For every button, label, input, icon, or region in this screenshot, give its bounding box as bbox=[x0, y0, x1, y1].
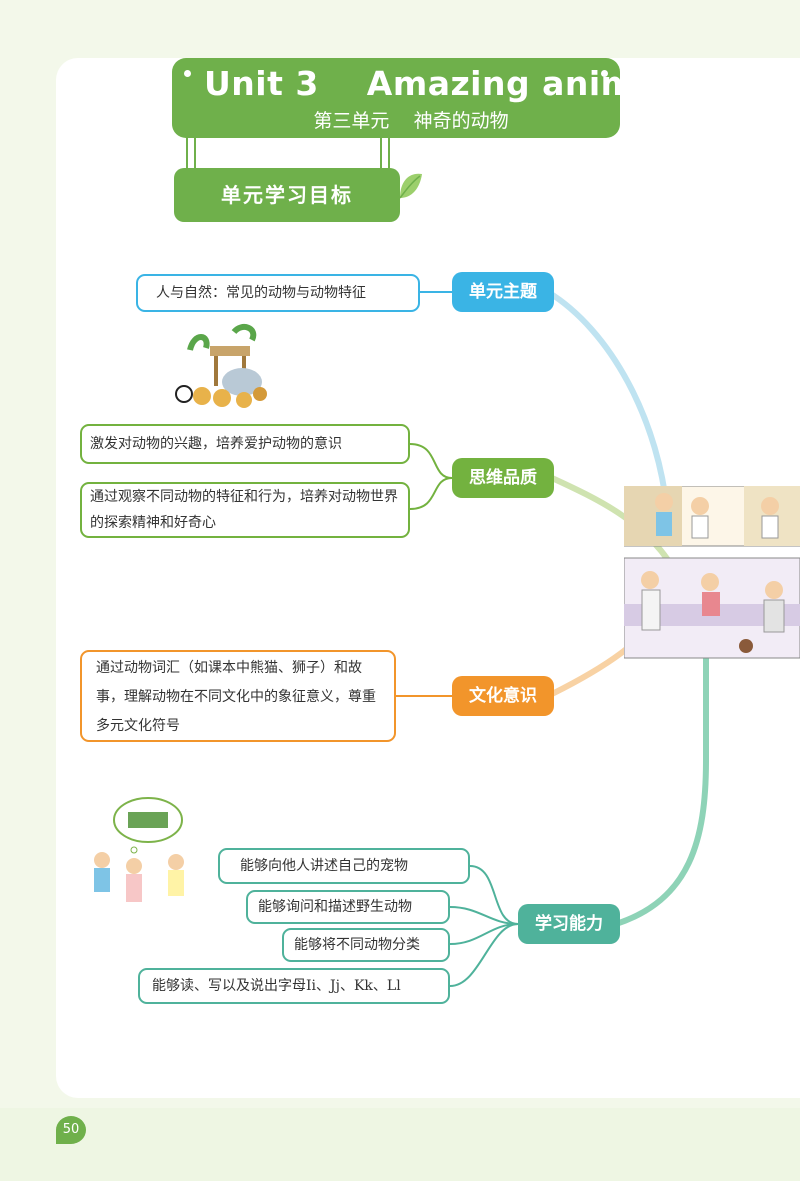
leaf-icon bbox=[399, 173, 422, 199]
ability-item: 能够向他人讲述自己的宠物 bbox=[218, 848, 470, 884]
thinking-item: 通过观察不同动物的特征和行为，培养对动物世界的探索精神和好奇心 bbox=[80, 482, 410, 538]
decor-dot bbox=[601, 70, 608, 77]
story-comic-illustration bbox=[624, 486, 800, 659]
thinking-item: 激发对动物的兴趣，培养爱护动物的意识 bbox=[80, 424, 410, 464]
bottom-band bbox=[0, 1108, 800, 1181]
theme-item: 人与自然：常见的动物与动物特征 bbox=[136, 274, 420, 312]
decor-dot bbox=[184, 70, 191, 77]
unit-title-banner: Unit 3 Amazing animals 第三单元 神奇的动物 bbox=[172, 58, 690, 138]
ability-item: 能够询问和描述野生动物 bbox=[246, 890, 450, 924]
branch-thinking-quality: 思维品质 bbox=[452, 458, 554, 498]
unit-title-chinese: 第三单元 神奇的动物 bbox=[313, 110, 509, 132]
branch-learning-ability: 学习能力 bbox=[518, 904, 620, 944]
ability-item: 能够将不同动物分类 bbox=[282, 928, 450, 962]
banner-connector bbox=[186, 138, 196, 172]
banner-connector bbox=[380, 138, 390, 172]
kids-illustration bbox=[94, 797, 184, 902]
ability-item: 能够读、写以及说出字母Ii、Jj、Kk、Ll bbox=[138, 968, 450, 1004]
branch-cultural-awareness: 文化意识 bbox=[452, 676, 554, 716]
culture-item: 通过动物词汇（如课本中熊猫、狮子）和故事，理解动物在不同文化中的象征意义，尊重多… bbox=[80, 650, 396, 742]
branch-unit-theme: 单元主题 bbox=[452, 272, 554, 312]
unit-title-english: Unit 3 Amazing animals bbox=[204, 64, 691, 103]
zoo-animals-illustration bbox=[175, 323, 267, 408]
unit-goal-label: 单元学习目标 bbox=[174, 168, 400, 222]
page-number: 50 bbox=[56, 1116, 86, 1144]
